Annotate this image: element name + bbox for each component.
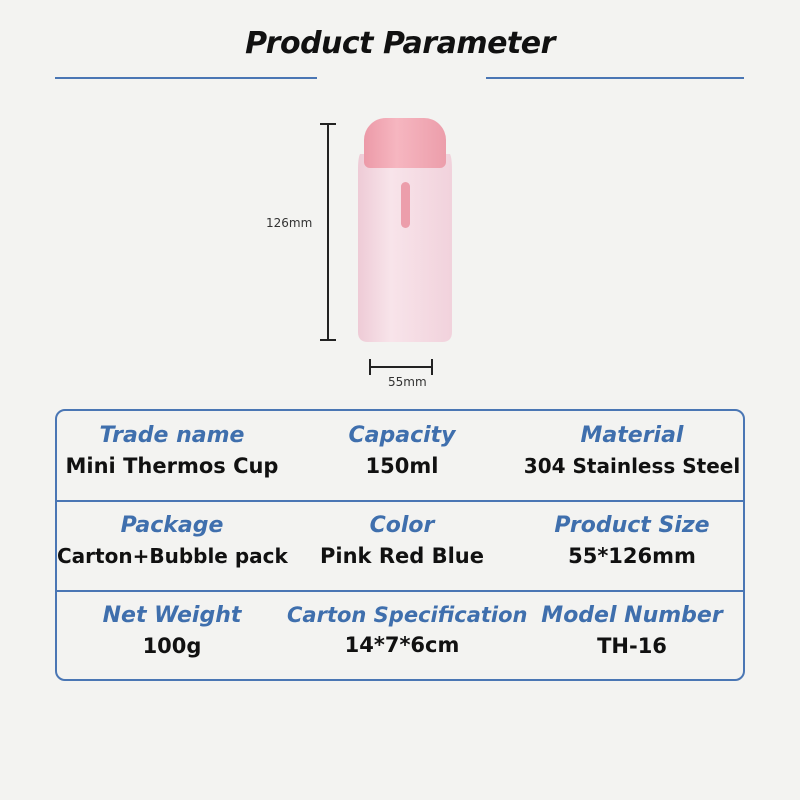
spec-label: Trade name	[99, 423, 245, 448]
spec-cell-package: Package Carton+Bubble pack	[57, 513, 288, 568]
thermos-cup-image	[358, 118, 452, 342]
height-dimension-cap-bottom	[320, 339, 336, 341]
spec-table: Trade name Mini Thermos Cup Capacity 150…	[55, 409, 745, 681]
spec-value: TH-16	[597, 634, 667, 658]
spec-value: 100g	[142, 634, 202, 658]
spec-cell-product-size: Product Size 55*126mm	[517, 513, 747, 568]
title-divider-left	[55, 77, 317, 79]
spec-cell-carton-specification: Carton Specification 14*7*6cm	[287, 603, 528, 657]
spec-label: Net Weight	[102, 603, 242, 628]
height-dimension-line	[327, 124, 329, 340]
page-title: Product Parameter	[245, 26, 555, 61]
spec-cell-capacity: Capacity 150ml	[287, 423, 517, 478]
spec-label: Package	[120, 513, 224, 538]
spec-cell-model-number: Model Number TH-16	[517, 603, 747, 658]
spec-value: Mini Thermos Cup	[65, 454, 279, 478]
spec-value: 55*126mm	[568, 544, 696, 568]
width-dimension-label: 55mm	[388, 375, 427, 389]
spec-value: 304 Stainless Steel	[523, 454, 741, 478]
spec-row-divider	[57, 590, 743, 592]
spec-label: Carton Specification	[287, 603, 528, 627]
spec-value: 150ml	[365, 454, 439, 478]
spec-cell-color: Color Pink Red Blue	[287, 513, 517, 568]
height-dimension-label: 126mm	[266, 216, 313, 230]
spec-value: 14*7*6cm	[344, 633, 460, 657]
width-dimension-line	[370, 366, 432, 368]
spec-value: Carton+Bubble pack	[57, 544, 288, 568]
spec-label: Material	[580, 423, 684, 448]
spec-label: Model Number	[541, 603, 723, 628]
spec-value: Pink Red Blue	[320, 544, 484, 568]
spec-cell-net-weight: Net Weight 100g	[57, 603, 287, 658]
spec-label: Color	[369, 513, 435, 538]
title-divider-right	[486, 77, 744, 79]
spec-row-divider	[57, 500, 743, 502]
spec-label: Product Size	[554, 513, 710, 538]
spec-cell-material: Material 304 Stainless Steel	[517, 423, 747, 478]
spec-cell-trade-name: Trade name Mini Thermos Cup	[57, 423, 287, 478]
spec-label: Capacity	[348, 423, 456, 448]
width-dimension-cap-right	[431, 359, 433, 375]
